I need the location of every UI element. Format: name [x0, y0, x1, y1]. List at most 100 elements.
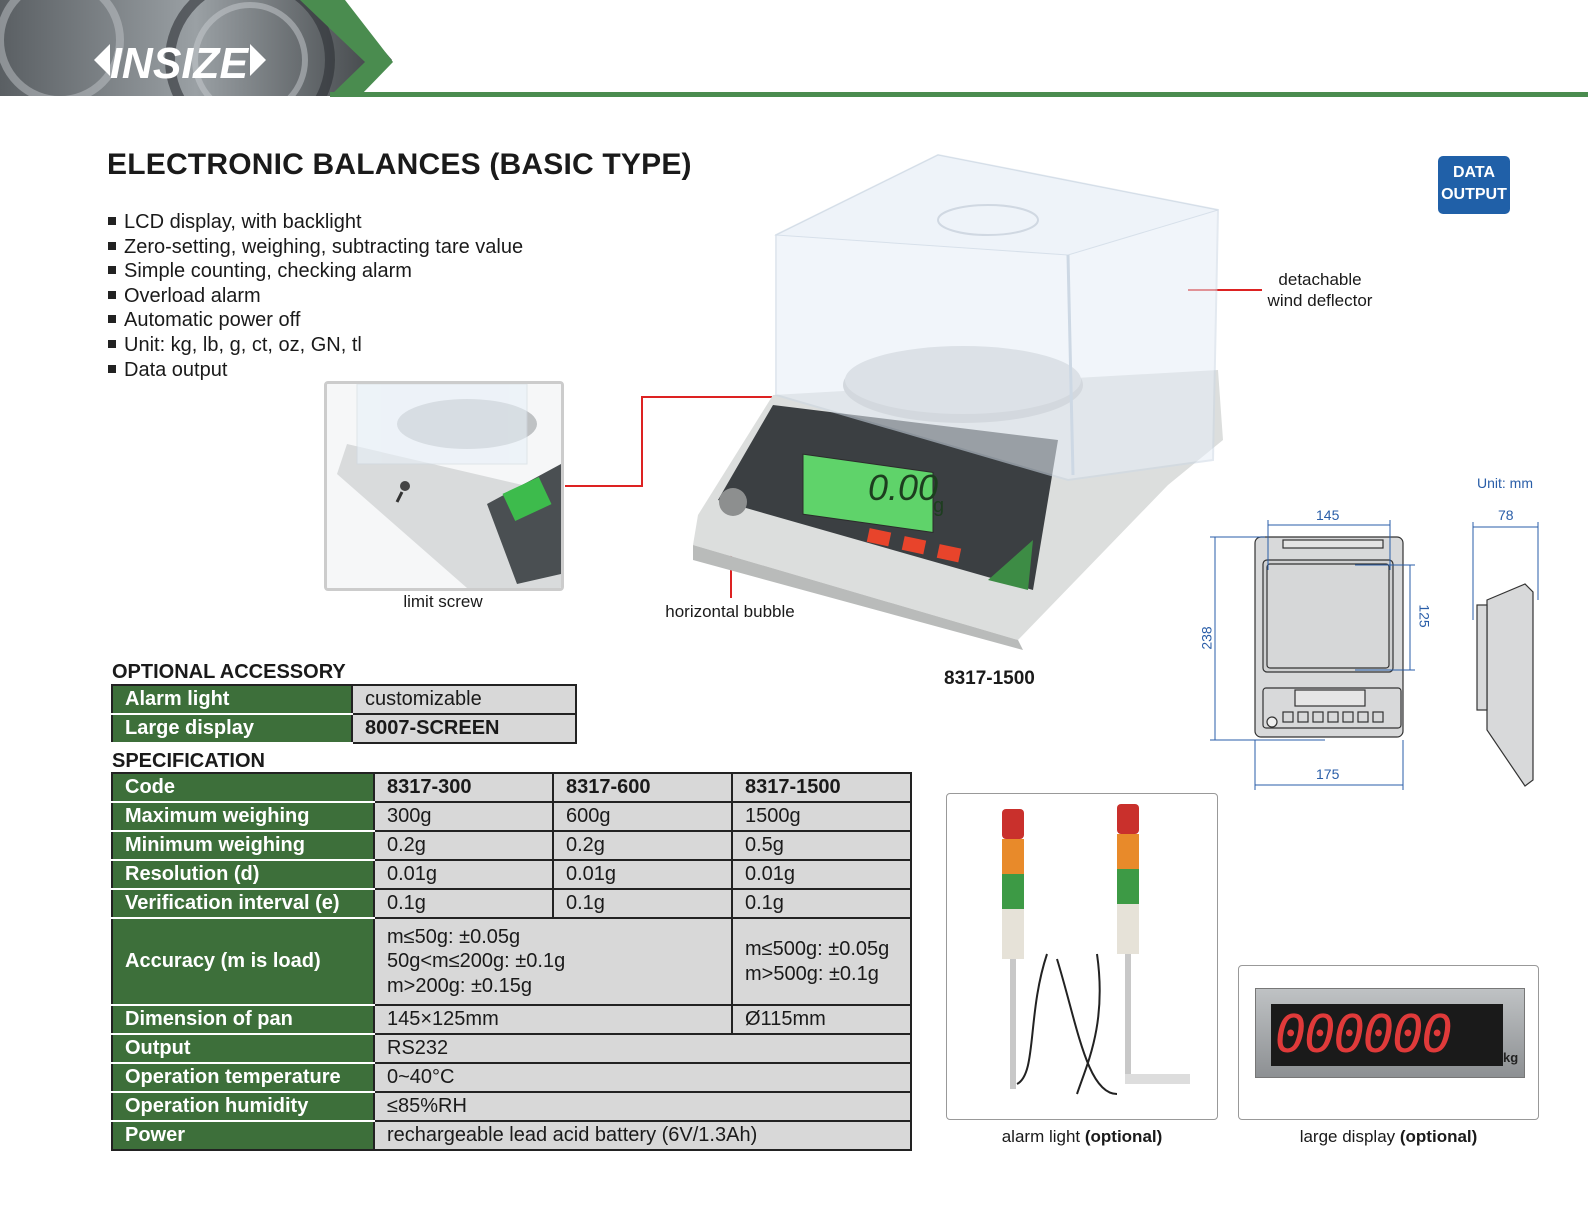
feature-item: Automatic power off — [108, 308, 523, 333]
spec-label: Dimension of pan — [111, 1004, 375, 1035]
caption-text: large display — [1299, 1127, 1400, 1146]
accessory-value: customizable — [351, 684, 577, 715]
spec-value: 1500g — [731, 801, 912, 832]
header-rule — [330, 92, 1588, 97]
svg-text:INSIZE: INSIZE — [110, 39, 250, 88]
dimension-drawing — [1210, 520, 1539, 790]
limit-screw-caption: limit screw — [403, 592, 483, 611]
lcd-reading: 0.00 — [868, 467, 938, 508]
spec-label: Minimum weighing — [111, 830, 375, 861]
spec-value: 0.01g — [373, 859, 554, 890]
spec-label: Code — [111, 772, 375, 803]
dim-height: 78 — [1498, 507, 1514, 523]
spec-code: 8317-300 — [373, 772, 554, 803]
dim-total-depth: 238 — [1198, 626, 1215, 650]
wind-deflector-caption: detachable wind deflector — [1240, 269, 1400, 311]
feature-item: Unit: kg, lb, g, ct, oz, GN, tl — [108, 333, 523, 358]
spec-value: 0.5g — [731, 830, 912, 861]
spec-code: 8317-600 — [552, 772, 733, 803]
spec-value: 0.1g — [373, 888, 554, 919]
badge-line2: OUTPUT — [1441, 186, 1507, 203]
spec-label: Operation temperature — [111, 1062, 375, 1093]
table-row: Operation humidity≤85%RH — [111, 1091, 912, 1122]
large-display-caption: large display (optional) — [1238, 1127, 1539, 1147]
dim-total-width: 175 — [1316, 766, 1340, 782]
caption-text: alarm light — [1001, 1127, 1085, 1146]
data-output-badge: DATA OUTPUT — [1438, 156, 1510, 214]
wind-deflector-line1: detachable — [1278, 270, 1362, 289]
horizontal-bubble-caption: horizontal bubble — [665, 602, 795, 621]
spec-value: 145×125mm — [373, 1004, 733, 1035]
header-banner: INSIZE — [0, 0, 395, 96]
spec-value: 0~40°C — [373, 1062, 912, 1093]
badge-line1: DATA — [1452, 164, 1496, 181]
optional-tag: (optional) — [1399, 1127, 1478, 1146]
accuracy-line: m≤500g: ±0.05g — [745, 938, 890, 960]
spec-value: Ø115mm — [731, 1004, 912, 1035]
spec-value: 0.2g — [373, 830, 554, 861]
alarm-light-image — [946, 793, 1218, 1120]
spec-label: Operation humidity — [111, 1091, 375, 1122]
feature-item: Zero-setting, weighing, subtracting tare… — [108, 235, 523, 260]
dim-pan-depth: 125 — [1416, 604, 1433, 628]
alarm-light-caption: alarm light (optional) — [946, 1127, 1218, 1147]
spec-value: 300g — [373, 801, 554, 832]
spec-label: Resolution (d) — [111, 859, 375, 890]
lcd-unit: g — [933, 495, 944, 517]
large-display-image: 000000 kg — [1238, 965, 1539, 1120]
accuracy-line: m>200g: ±0.15g — [387, 974, 532, 997]
spec-value: ≤85%RH — [373, 1091, 912, 1122]
spec-value: 0.01g — [731, 859, 912, 890]
large-display-unit: kg — [1503, 1050, 1519, 1065]
accessory-value: 8007-SCREEN — [351, 713, 577, 744]
spec-code: 8317-1500 — [731, 772, 912, 803]
spec-value: 0.01g — [552, 859, 733, 890]
accuracy-line: m≤50g: ±0.05g — [387, 925, 521, 948]
spec-label: Verification interval (e) — [111, 888, 375, 919]
optional-tag: (optional) — [1084, 1127, 1163, 1146]
insize-logo: INSIZE — [94, 39, 266, 88]
spec-title: SPECIFICATION — [112, 750, 265, 772]
accuracy-line: m>500g: ±0.1g — [745, 962, 879, 985]
feature-item: Overload alarm — [108, 284, 523, 309]
feature-item: Data output — [108, 358, 523, 383]
wind-deflector-line2: wind deflector — [1267, 291, 1373, 310]
unit-label: Unit: mm — [1477, 475, 1533, 491]
feature-item: LCD display, with backlight — [108, 210, 523, 235]
spec-value: 600g — [552, 801, 733, 832]
spec-label: Maximum weighing — [111, 801, 375, 832]
spec-value: 0.2g — [552, 830, 733, 861]
spec-value: 0.1g — [731, 888, 912, 919]
page-title: ELECTRONIC BALANCES (BASIC TYPE) — [107, 148, 692, 181]
spec-value: rechargeable lead acid battery (6V/1.3Ah… — [373, 1120, 912, 1151]
limit-screw-image — [324, 381, 564, 591]
spec-label: Power — [111, 1120, 375, 1151]
accessory-title: OPTIONAL ACCESSORY — [112, 661, 346, 683]
accuracy-line: 50g<m≤200g: ±0.1g — [387, 950, 566, 973]
accessory-label: Large display — [111, 713, 353, 744]
product-model-label: 8317-1500 — [944, 668, 1035, 689]
feature-item: Simple counting, checking alarm — [108, 259, 523, 284]
large-display-reading: 000000 — [1271, 1004, 1503, 1066]
spec-value: RS232 — [373, 1033, 912, 1064]
balance-product-image: 0.00 g — [693, 153, 1223, 650]
spec-label: Output — [111, 1033, 375, 1064]
feature-list: LCD display, with backlight Zero-setting… — [108, 210, 523, 382]
accessory-label: Alarm light — [111, 684, 353, 715]
spec-label: Accuracy (m is load) — [111, 917, 375, 1006]
